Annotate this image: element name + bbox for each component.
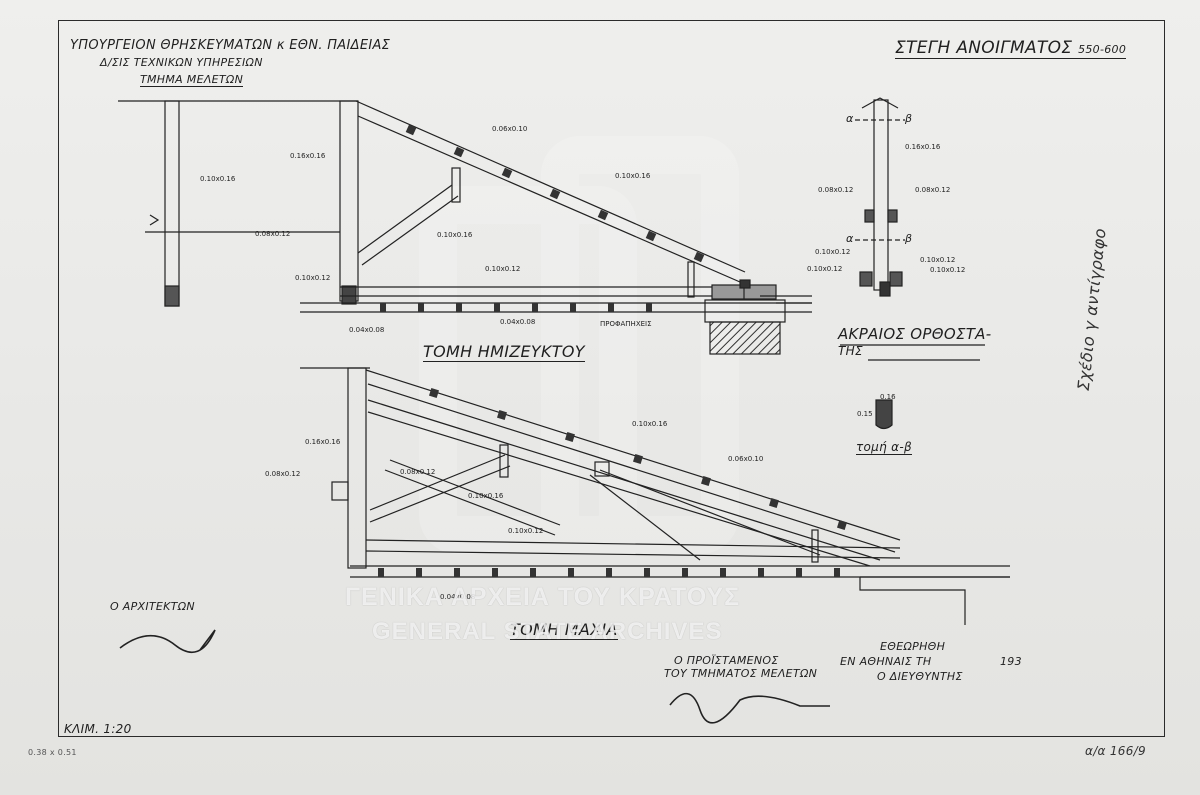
detail-left3-label: 0.10x0.12 [807,265,843,273]
upper-tie2-label: 0.10x0.12 [295,274,331,282]
detail-post-label: 0.16x0.16 [905,143,941,151]
detail-b-top: β [905,112,913,125]
year-label: 193 [1000,655,1022,668]
detail-a-mid: α [846,232,854,245]
detail-b-mid: β [905,232,913,245]
department-heading: ΤΜΗΜΑ ΜΕΛΕΤΩΝ [140,73,244,87]
drawing-title: ΣΤΕΓΗ ΑΝΟΙΓΜΑΤΟΣ 550-600 [895,38,1127,59]
lower-rafter-upper-label: 0.10x0.16 [632,420,668,428]
upper-section-title: ΤΟΜΗ ΗΜΙΖΕΥΚΤΟΥ [423,342,585,362]
upper-eave-label: ΠΡΟΦΑΠΗΧΕΙΣ [600,320,652,328]
place-date-label: ΕΝ ΑΘΗΝΑΙΣ ΤΗ [840,655,932,668]
drawing-frame [58,20,1165,737]
end-post-detail-drawing [840,97,985,430]
upper-floor-mid-label: 0.04x0.08 [500,318,536,326]
detail-right1-label: 0.08x0.12 [915,186,951,194]
lower-floor-label: 0.04x0.08 [440,593,476,601]
upper-floor-left-label: 0.04x0.08 [349,326,385,334]
detail-left2-label: 0.10x0.12 [815,248,851,256]
upper-left-post-label: 0.10x0.16 [200,175,236,183]
watermark-line2: GENERAL STATE ARCHIVES [372,618,723,645]
margin-note-left: 0.38 x 0.51 [28,748,77,757]
detail-title-line2: ΤΗΣ [838,344,863,358]
lower-section-title: ΤΟΜΗ ΜΑΧΙΑ [510,620,618,640]
upper-section-drawing [118,100,812,355]
upper-tie-label: 0.10x0.12 [485,265,521,273]
upper-rafter-label: 0.06x0.10 [492,125,528,133]
detail-left1-label: 0.08x0.12 [818,186,854,194]
lower-post-label: 0.16x0.16 [305,438,341,446]
drawing-title-main: ΣΤΕΓΗ ΑΝΟΙΓΜΑΤΟΣ [895,38,1073,58]
director-label: Ο ΔΙΕΥΘΥΝΤΗΣ [877,670,963,683]
lower-strut1-label: 0.08x0.12 [400,468,436,476]
ministry-heading: ΥΠΟΥΡΓΕΙΟΝ ΘΡΗΣΚΕΥΜΑΤΩΝ κ ΕΘΝ. ΠΑΙΔΕΙΑΣ [70,38,391,53]
upper-post-label: 0.16x0.16 [290,152,326,160]
scale-label: ΚΛΙΜ. 1:20 [64,722,132,736]
detail-right2-label: 0.10x0.12 [920,256,956,264]
upper-left-beam-label: 0.08x0.12 [255,230,291,238]
detail-title-line1: ΑΚΡΑΙΟΣ ΟΡΘΟΣΤΑ- [838,325,992,343]
lower-tie-label: 0.10x0.12 [508,527,544,535]
lower-rafter-label: 0.06x0.10 [728,455,764,463]
head-line1: Ο ΠΡΟΪΣΤΑΜΕΝΟΣ [674,654,779,667]
directorate-heading: Δ/ΣΙΣ ΤΕΧΝΙΚΩΝ ΥΠΗΡΕΣΙΩΝ [100,56,263,69]
head-line2: ΤΟΥ ΤΜΗΜΑΤΟΣ ΜΕΛΕΤΩΝ [664,667,818,680]
lower-beam-label: 0.08x0.12 [265,470,301,478]
upper-strut-label: 0.10x0.16 [615,172,651,180]
detail-section-top-dim: 0.16 [880,393,896,401]
lower-section-drawing [300,367,1010,625]
reviewed-label: ΕΘΕΩΡΗΘΗ [880,640,946,653]
section-ab-label: τομή α-β [856,440,912,455]
architect-label: Ο ΑΡΧΙΤΕΚΤΩΝ [110,600,195,613]
lower-strut2-label: 0.10x0.16 [468,492,504,500]
detail-section-side-dim: 0.15 [857,410,873,418]
drawing-title-span: 550-600 [1078,43,1127,56]
detail-right3-label: 0.10x0.12 [930,266,966,274]
watermark-line1: ΓΕΝΙΚΑ ΑΡΧΕΙΑ ΤΟΥ ΚΡΑΤΟΥΣ [345,583,741,611]
detail-a-top: α [846,112,854,125]
upper-brace-label: 0.10x0.16 [437,231,473,239]
margin-note-right: α/α 166/9 [1085,744,1146,758]
